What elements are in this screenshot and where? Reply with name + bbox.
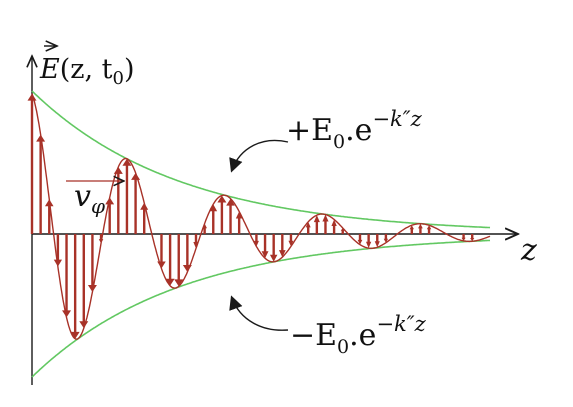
- field-arrow-head: [209, 204, 218, 212]
- x-axis-label: z: [520, 233, 537, 268]
- field-arrow-head: [313, 215, 320, 223]
- svg-text:vφ: vφ: [74, 179, 105, 218]
- y-axis-label: E(z, t0): [39, 46, 135, 89]
- field-arrow-head: [470, 237, 475, 242]
- field-arrow-head: [461, 237, 466, 241]
- field-arrow-head: [426, 225, 432, 230]
- field-arrow-head: [374, 241, 380, 248]
- curved-pointer-arrow: [229, 295, 289, 331]
- lower-envelope-label: −E0.e−k″z: [229, 295, 427, 358]
- svg-text:−E0.e−k″z: −E0.e−k″z: [290, 312, 427, 358]
- field-arrow-head: [409, 225, 414, 230]
- curved-pointer-arrow: [229, 139, 289, 173]
- field-arrow-head: [278, 250, 286, 258]
- field-arrow-head: [105, 197, 115, 205]
- field-arrow-head: [226, 198, 235, 206]
- upper-envelope-curve: [31, 90, 491, 229]
- field-arrow-head: [62, 310, 72, 318]
- svg-text:E(z, t0): E(z, t0): [39, 54, 135, 89]
- field-arrow-head: [253, 240, 259, 247]
- field-arrow-head: [357, 239, 363, 245]
- svg-text:+E0.e−k″z: +E0.e−k″z: [286, 107, 423, 153]
- field-arrow-head: [288, 240, 294, 247]
- field-arrow-head: [235, 211, 243, 219]
- upper-envelope-label: +E0.e−k″z: [229, 107, 423, 173]
- field-arrow-head: [174, 279, 184, 287]
- field-arrow-head: [269, 254, 278, 262]
- field-arrow-head: [365, 241, 372, 249]
- field-arrow-head: [122, 158, 132, 166]
- field-arrow-head: [261, 251, 269, 259]
- field-arrow-head: [70, 331, 80, 339]
- field-arrow-head: [217, 195, 227, 203]
- field-arrow-head: [165, 278, 175, 286]
- field-arrow-head: [418, 223, 423, 229]
- lower-envelope-curve: [31, 239, 491, 378]
- field-arrow-head: [383, 238, 389, 243]
- field-arrow-head: [322, 214, 329, 222]
- field-arrow-head: [305, 221, 311, 228]
- phase-velocity-label: vφ: [66, 179, 124, 218]
- wave-curve: [31, 93, 491, 340]
- field-arrow-head: [331, 219, 337, 227]
